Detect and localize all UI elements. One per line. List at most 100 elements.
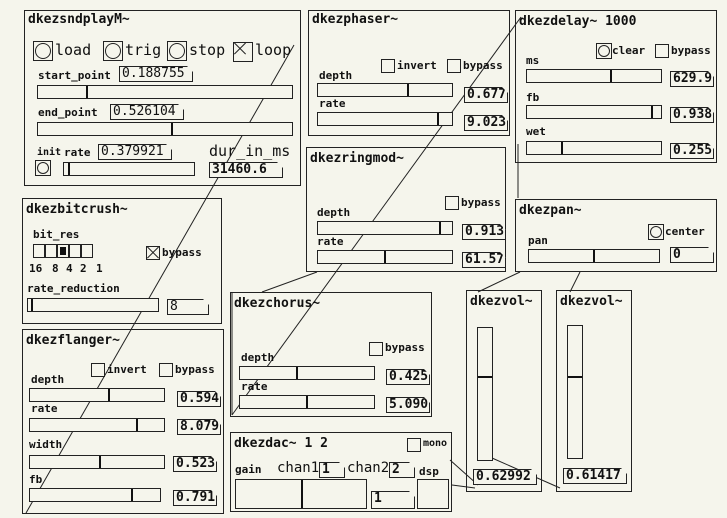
delay-bypass-toggle[interactable] — [655, 44, 669, 58]
rate-reduction-slider[interactable] — [27, 298, 159, 312]
phaser-depth-slider[interactable] — [317, 83, 453, 97]
phaser-rate-label: rate — [319, 97, 346, 110]
flanger-depth-slider[interactable] — [29, 388, 165, 402]
bit-res-selector[interactable] — [33, 244, 93, 258]
flanger-rate-slider[interactable] — [29, 418, 165, 432]
delay-clear-button[interactable] — [596, 43, 612, 59]
flanger-fb-slider[interactable] — [29, 488, 161, 502]
flanger-invert-toggle[interactable] — [91, 363, 105, 377]
flanger-bypass-toggle[interactable] — [159, 363, 173, 377]
rate-reduction-label: rate_reduction — [27, 282, 120, 295]
vol1-panel: dkezvol~ 0.62992 — [466, 290, 542, 492]
end-point-slider[interactable] — [37, 122, 293, 136]
phaser-depth-number[interactable]: 0.677 — [464, 87, 508, 103]
delay-fb-slider[interactable] — [526, 105, 662, 119]
chorus-rate-number[interactable]: 5.090 — [386, 397, 430, 413]
init-button[interactable] — [35, 160, 51, 176]
ringmod-rate-number[interactable]: 61.57 — [462, 252, 506, 268]
loop-label: loop — [255, 41, 292, 59]
delay-wet-number[interactable]: 0.255 — [670, 143, 714, 159]
dac-chan1-number[interactable]: 1 — [319, 462, 345, 478]
chorus-depth-slider[interactable] — [239, 366, 375, 380]
vol1-slider[interactable] — [477, 327, 493, 461]
chorus-bypass-label: bypass — [385, 341, 425, 354]
flanger-width-slider[interactable] — [29, 455, 165, 469]
chorus-rate-slider[interactable] — [239, 395, 375, 409]
bit-res-option[interactable] — [57, 244, 69, 258]
chorus-bypass-toggle[interactable] — [369, 342, 383, 356]
delay-wet-slider[interactable] — [526, 141, 662, 155]
delay-ms-slider[interactable] — [526, 69, 662, 83]
bitcrush-panel: dkezbitcrush~ bit_res bypass 16 8 4 2 1 … — [22, 198, 222, 324]
trig-button[interactable] — [103, 41, 123, 61]
chorus-panel: dkezchorus~ bypass depth 0.425 rate 5.09… — [230, 292, 432, 417]
start-point-slider[interactable] — [37, 85, 293, 99]
flanger-bypass-label: bypass — [175, 363, 215, 376]
flanger-width-label: width — [29, 438, 63, 451]
pan-title: dkezpan~ — [519, 203, 582, 218]
vol2-slider[interactable] — [567, 325, 583, 459]
flanger-width-number[interactable]: 0.523 — [173, 456, 217, 472]
dac-gain-number[interactable]: 1 — [371, 491, 415, 509]
ringmod-rate-label: rate — [317, 235, 344, 248]
flanger-depth-number[interactable]: 0.594 — [177, 391, 221, 407]
phaser-bypass-label: bypass — [463, 59, 503, 72]
phaser-bypass-toggle[interactable] — [447, 59, 461, 73]
delay-fb-number[interactable]: 0.938 — [670, 107, 714, 123]
dac-chan2-number[interactable]: 2 — [389, 462, 415, 478]
delay-ms-number[interactable]: 629.9 — [670, 71, 714, 87]
phaser-rate-number[interactable]: 9.023 — [464, 115, 508, 131]
dac-dsp-toggle[interactable] — [417, 479, 449, 509]
start-point-number[interactable]: 0.188755 — [119, 66, 193, 82]
ringmod-depth-number[interactable]: 0.913 — [462, 224, 506, 240]
chorus-depth-number[interactable]: 0.425 — [386, 369, 430, 385]
bit-res-option[interactable] — [45, 244, 57, 258]
trig-label: trig — [125, 41, 162, 59]
rate-reduction-number[interactable]: 8 — [167, 299, 209, 315]
phaser-invert-toggle[interactable] — [381, 59, 395, 73]
pan-number[interactable]: 0 — [670, 247, 714, 263]
end-point-number[interactable]: 0.526104 — [110, 104, 184, 120]
pan-center-button[interactable] — [648, 224, 664, 240]
loop-toggle[interactable] — [233, 42, 253, 62]
flanger-fb-number[interactable]: 0.791 — [173, 490, 217, 506]
bitcrush-bypass-label: bypass — [162, 246, 202, 259]
stop-button[interactable] — [167, 41, 187, 61]
delay-ms-label: ms — [526, 54, 540, 67]
ringmod-rate-slider[interactable] — [317, 250, 453, 264]
pan-slider[interactable] — [528, 249, 660, 263]
dac-panel: dkezdac~ 1 2 mono gain chan1 1 chan2 2 d… — [230, 432, 452, 512]
vol1-number[interactable]: 0.62992 — [473, 469, 537, 485]
vol2-number[interactable]: 0.61417 — [563, 468, 627, 484]
rate-label: rate — [64, 146, 91, 159]
dac-mono-toggle[interactable] — [407, 438, 421, 452]
delay-fb-label: fb — [526, 91, 540, 104]
pan-panel: dkezpan~ center pan 0 — [515, 199, 717, 272]
chorus-depth-label: depth — [241, 351, 275, 364]
bit-res-option[interactable] — [33, 244, 45, 258]
phaser-invert-label: invert — [397, 59, 437, 72]
ringmod-bypass-toggle[interactable] — [445, 196, 459, 210]
bit-option-2: 2 — [80, 262, 87, 275]
sndplay-panel: dkezsndplayM~ load trig stop loop start_… — [24, 10, 301, 186]
dac-gain-slider[interactable] — [235, 479, 367, 509]
rate-number[interactable]: 0.379921 — [98, 144, 172, 160]
end-point-label: end_point — [38, 106, 98, 119]
phaser-rate-slider[interactable] — [317, 112, 453, 126]
ringmod-depth-slider[interactable] — [317, 221, 453, 235]
load-label: load — [55, 41, 92, 59]
init-label: init — [37, 147, 62, 158]
bitcrush-bypass-toggle[interactable] — [146, 246, 160, 260]
flanger-rate-label: rate — [31, 402, 58, 415]
sndplay-title: dkezsndplayM~ — [28, 12, 130, 27]
bit-res-option[interactable] — [69, 244, 81, 258]
delay-bypass-label: bypass — [671, 44, 711, 57]
flanger-rate-number[interactable]: 8.079 — [177, 419, 221, 435]
rate-slider[interactable] — [63, 162, 195, 176]
dur-number[interactable]: 31460.6 — [209, 162, 283, 178]
delay-wet-label: wet — [526, 125, 546, 138]
dac-chan2-label: chan2 — [347, 460, 390, 476]
flanger-invert-label: invert — [107, 363, 147, 376]
bit-res-option[interactable] — [81, 244, 93, 258]
load-button[interactable] — [33, 41, 53, 61]
